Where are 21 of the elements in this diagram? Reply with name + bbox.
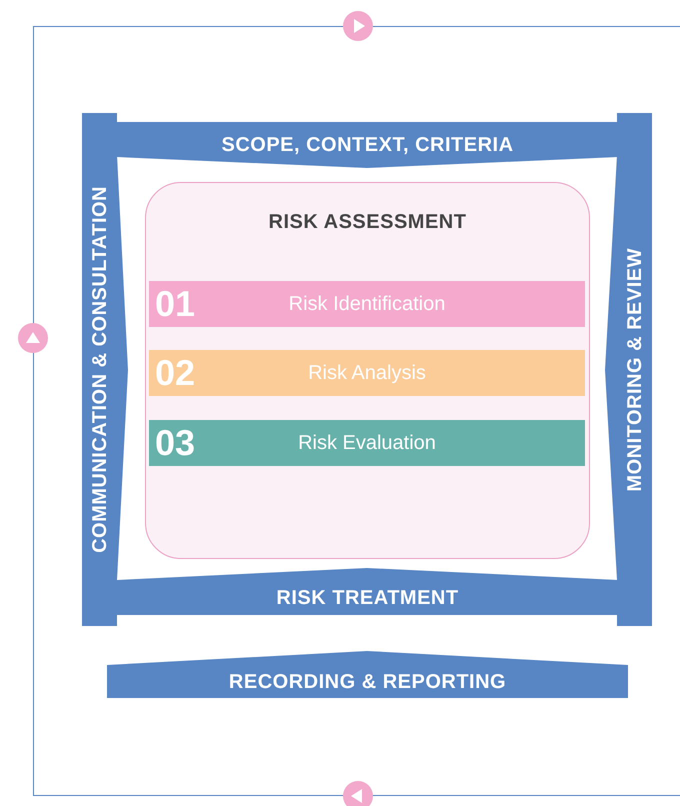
banner-shape <box>107 651 628 698</box>
panel-title: RISK ASSESSMENT <box>268 210 466 235</box>
step-number: 01 <box>155 286 196 322</box>
side-banner-shape <box>605 113 652 626</box>
banner-shape <box>117 122 618 168</box>
step-label: Risk Evaluation <box>298 431 436 456</box>
step-label: Risk Analysis <box>308 361 426 386</box>
banner-label: MONITORING & REVIEW <box>622 248 646 492</box>
banner-label: SCOPE, CONTEXT, CRITERIA <box>221 133 514 158</box>
step-bar <box>149 281 585 327</box>
step-bar <box>149 420 585 466</box>
banner-label: COMMUNICATION & CONSULTATION <box>88 186 112 553</box>
step-number: 03 <box>155 425 196 461</box>
banner-label: RISK TREATMENT <box>276 586 459 610</box>
assessment-panel <box>145 182 590 559</box>
banner-shape <box>117 568 618 615</box>
side-banner-shape <box>82 113 130 626</box>
banner-label: RECORDING & REPORTING <box>228 670 506 694</box>
step-label: Risk Identification <box>288 292 446 317</box>
step-number: 02 <box>155 355 196 391</box>
step-bar <box>149 350 585 396</box>
